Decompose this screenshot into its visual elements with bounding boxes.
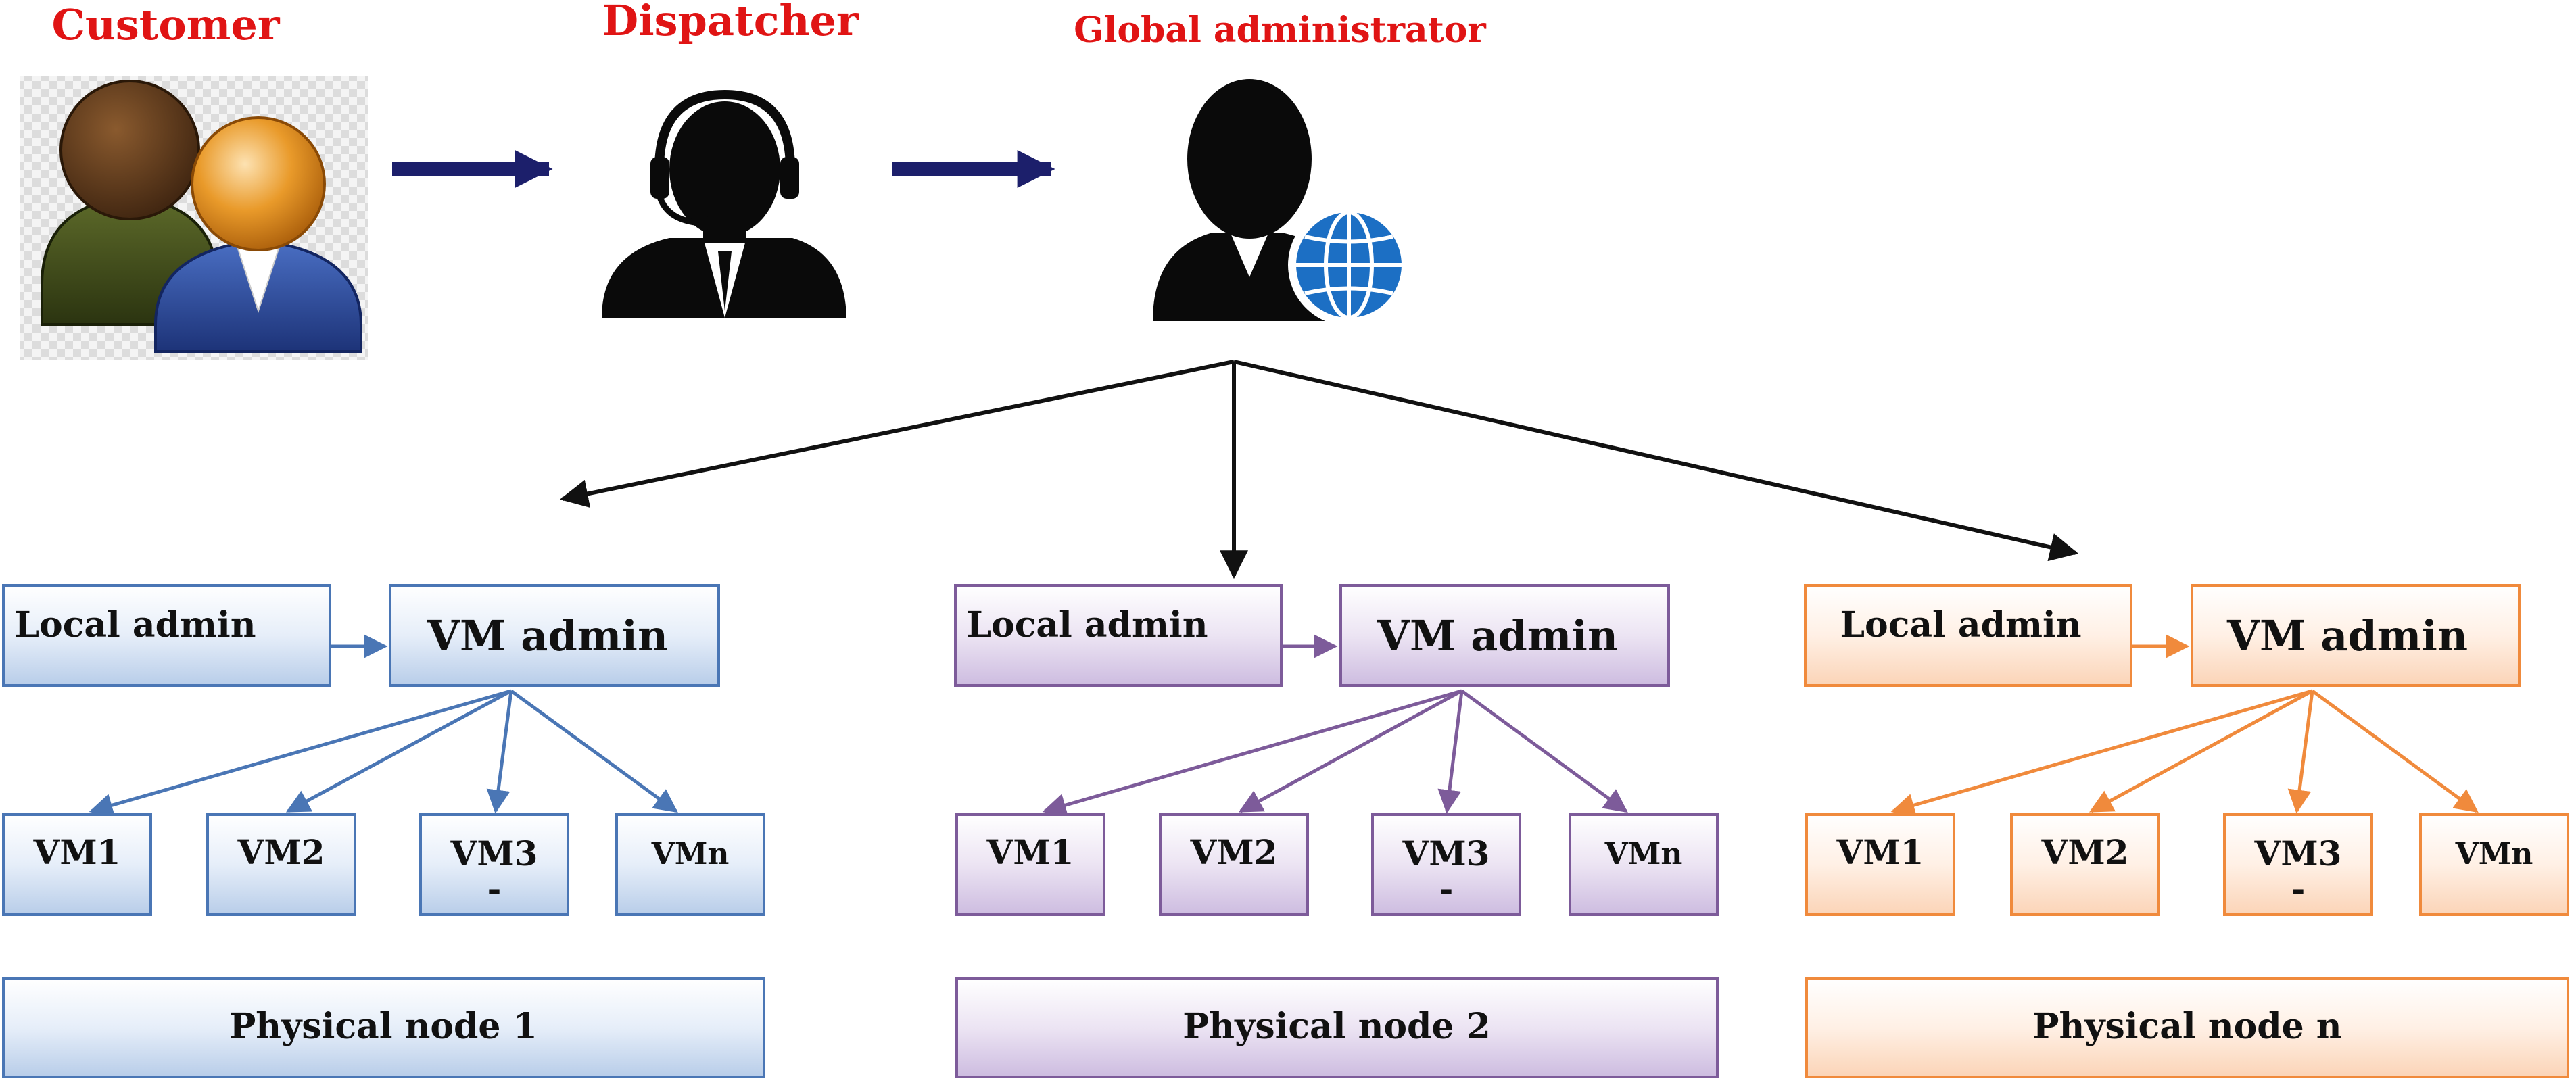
vm-arrow [2287,690,2314,814]
vm-label: VM1 [986,832,1074,872]
local-admin-label: Local admin [966,604,1208,646]
vm-arrow [1042,689,1462,817]
vm-arrow [486,690,513,814]
vm-arrow [1460,689,1628,813]
local-admin-label: Local admin [14,604,256,646]
vm-box [2223,813,2373,916]
vm-box [2,813,152,916]
global-administrator-label: Global administrator [1074,9,1486,51]
vm-arrow [2089,689,2314,813]
vm-label: VM2 [1190,832,1278,872]
tree-arrow-to-node-n [1233,360,2079,562]
vm-admin-box [389,584,720,687]
vm-sub-label: - [2291,869,2306,909]
vm-admin-label: VM admin [427,611,668,660]
vm-label: VM2 [2041,832,2129,872]
local-admin-box [2,584,331,687]
vm-label: VMn [1604,837,1683,871]
vm-box [2010,813,2160,916]
vm-box [955,813,1105,916]
physical-node-label: Physical node 1 [229,1006,538,1047]
vm-box [419,813,569,916]
physical-node-group-1: Local admin VM admin VM1 VM2 VM3 - VMn P… [2,584,765,1078]
vm-box [206,813,356,916]
vm-arrow [2311,689,2479,813]
physical-node-box [2,977,765,1078]
vm-label: VMn [2455,837,2533,871]
physical-node-group-2: Local admin VM admin VM1 VM2 VM3 - VMn P… [954,584,1719,1078]
customer-label: Customer [51,0,280,49]
headset-operator-icon [602,89,846,318]
local-admin-box [1804,584,2132,687]
vm-arrow [510,689,678,813]
vm-label: VM1 [33,832,121,872]
vm-arrow [1437,690,1464,814]
local-admin-box [954,584,1283,687]
vm-box [1159,813,1309,916]
vm-admin-label: VM admin [2226,611,2468,660]
vm-label: VM3 [450,834,538,873]
vm-arrow [89,689,512,817]
vm-box [1569,813,1719,916]
vm-label: VMn [651,837,730,871]
physical-node-box [955,977,1719,1078]
physical-node-box [1805,977,2569,1078]
local-admin-label: Local admin [1840,604,2081,646]
admin-globe-icon [1153,79,1410,326]
vm-box [2419,813,2569,916]
physical-node-group-n: Local admin VM admin VM1 VM2 VM3 - VMn P… [1804,584,2569,1078]
physical-node-label: Physical node n [2032,1006,2341,1047]
vm-sub-label: - [487,869,502,909]
vm-label: VM3 [1402,834,1490,873]
vm-box [615,813,765,916]
dispatcher-label: Dispatcher [602,0,859,45]
vm-label: VM1 [1836,832,1924,872]
physical-node-label: Physical node 2 [1183,1006,1491,1047]
vm-sub-label: - [1439,869,1454,909]
vm-arrow [285,689,512,813]
vm-arrow [1238,689,1463,813]
vm-admin-box [1339,584,1670,687]
vm-admin-box [2191,584,2521,687]
tree-arrow-to-node-1 [559,360,1235,508]
vm-box [1371,813,1521,916]
vm-admin-label: VM admin [1377,611,1618,660]
customers-icon [20,76,368,360]
vm-arrow [1890,689,2313,817]
vm-label: VM2 [237,832,325,872]
vm-label: VM3 [2254,834,2342,873]
vm-box [1805,813,1955,916]
